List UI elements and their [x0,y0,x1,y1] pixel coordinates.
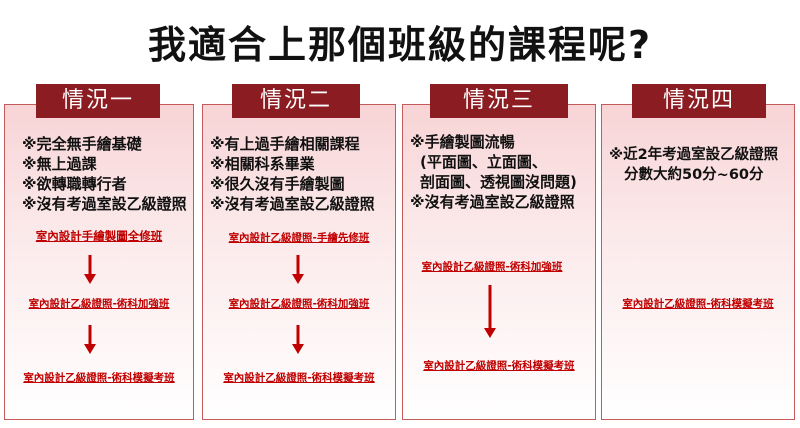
down-arrow-icon [84,255,96,284]
course-link[interactable]: 室內設計乙級證照-手繪先修班 [228,232,370,244]
course-link[interactable]: 室內設計手繪製圖全修班 [35,229,163,243]
situation-2-item: ※沒有考過室設乙級證照 [210,195,375,213]
situation-1-item: ※沒有考過室設乙級證照 [22,195,187,213]
situation-4-item: 分數大約50分~60分 [624,167,764,183]
down-arrow-icon [292,255,304,284]
course-link[interactable]: 室內設計乙級證照-術科模擬考班 [622,298,774,310]
course-link[interactable]: 室內設計乙級證照-術科加強班 [228,298,370,310]
situation-2-item: ※有上過手繪相關課程 [210,135,360,153]
course-link[interactable]: 室內設計乙級證照-術科加強班 [421,261,563,273]
situation-panel-4 [601,104,795,420]
situation-label-4: 情況四 [632,84,766,118]
situation-4-item: ※近2年考過室設乙級證照 [609,147,779,163]
page-title: 我適合上那個班級的課程呢? [147,23,653,67]
situation-3-item: ※沒有考過室設乙級證照 [410,193,575,211]
down-arrow-icon [292,325,304,354]
situation-2-item: ※相關科系畢業 [210,155,315,173]
down-arrow-icon [484,285,496,338]
situation-1-item: ※無上過課 [22,155,97,173]
course-link[interactable]: 室內設計乙級證照-術科模擬考班 [223,372,375,384]
course-link[interactable]: 室內設計乙級證照-術科加強班 [28,298,170,310]
situation-label-2: 情況二 [232,84,360,118]
situation-3-item: ※手繪製圖流暢 [410,133,515,151]
situation-1-item: ※完全無手繪基礎 [22,135,142,153]
situation-panel-1 [4,104,194,420]
situation-label-3: 情況三 [430,84,568,118]
situation-3-item: 剖面圖、透視圖沒問題) [420,173,577,191]
course-link[interactable]: 室內設計乙級證照-術科模擬考班 [423,360,575,372]
situation-2-item: ※很久沒有手繪製圖 [210,175,345,193]
down-arrow-icon [84,325,96,354]
situation-panel-3 [402,104,596,420]
situation-1-item: ※欲轉職轉行者 [22,175,127,193]
situation-label-1: 情況一 [36,84,160,118]
situation-3-item: (平面圖、立面圖、 [420,153,547,171]
course-link[interactable]: 室內設計乙級證照-術科模擬考班 [23,372,175,384]
